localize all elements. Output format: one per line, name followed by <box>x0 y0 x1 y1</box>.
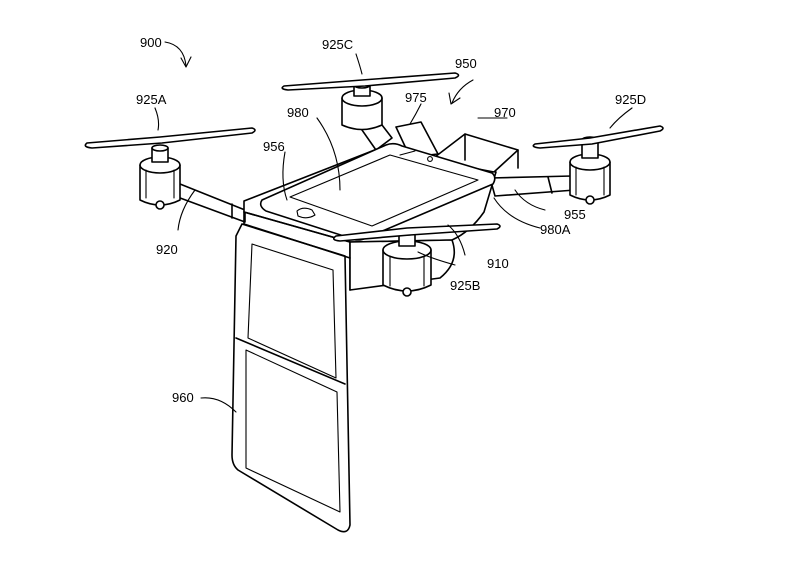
propeller-925C <box>281 72 460 91</box>
arrow-950-head <box>448 92 461 105</box>
label-980A: 980A <box>540 222 571 237</box>
label-970: 970 <box>494 105 516 120</box>
leader-lines <box>154 53 633 413</box>
motor-925D <box>569 136 611 205</box>
mobile-device-980 <box>259 142 496 241</box>
arrow-950 <box>451 79 474 104</box>
label-955: 955 <box>564 207 586 222</box>
propeller-925D <box>532 125 664 149</box>
arrow-900 <box>164 41 187 67</box>
arm-925D <box>489 175 576 197</box>
label-925A: 925A <box>136 92 167 107</box>
label-925D: 925D <box>615 92 646 107</box>
label-925C: 925C <box>322 37 353 52</box>
label-910: 910 <box>487 256 509 271</box>
label-900: 900 <box>140 35 162 50</box>
motor-925C <box>341 81 383 131</box>
label-980: 980 <box>287 105 309 120</box>
package-960 <box>231 223 351 533</box>
reference-labels: 900 950 925C 925A 975 970 925D 980 956 9… <box>136 35 646 405</box>
label-956: 956 <box>263 139 285 154</box>
arrow-900-head <box>180 56 192 68</box>
label-920: 920 <box>156 242 178 257</box>
label-960: 960 <box>172 390 194 405</box>
label-925B: 925B <box>450 278 480 293</box>
label-950: 950 <box>455 56 477 71</box>
label-975: 975 <box>405 90 427 105</box>
motor-925A <box>139 144 181 210</box>
propeller-925A <box>84 127 256 149</box>
propeller-925B <box>332 223 501 242</box>
